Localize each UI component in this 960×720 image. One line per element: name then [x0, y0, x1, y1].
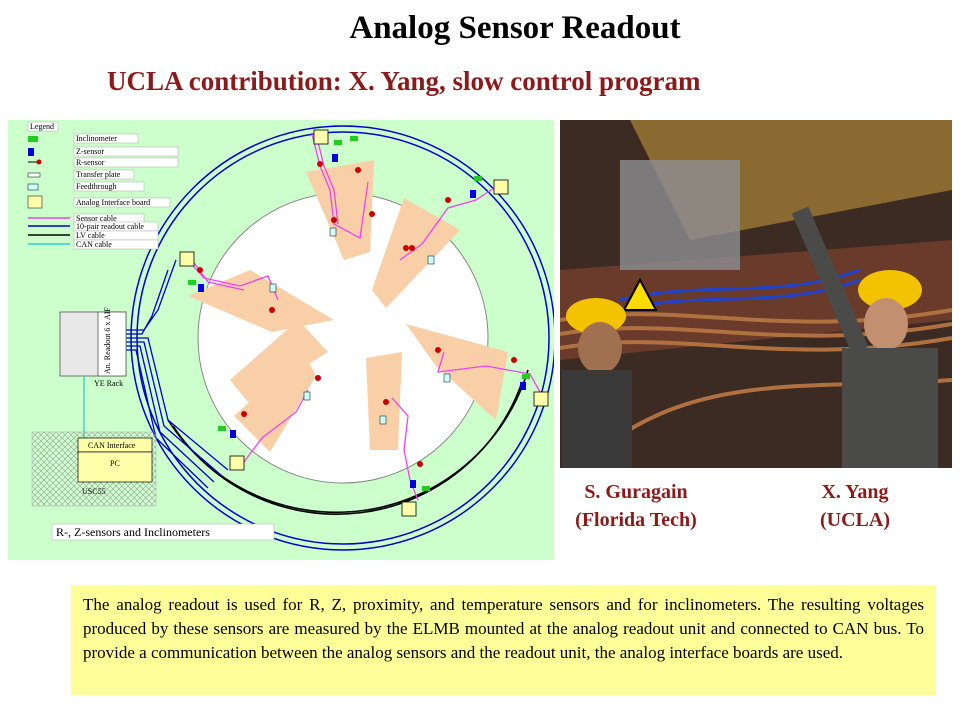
- legend: Legend Inclinometer Z-sensor R-sensor Tr…: [27, 121, 179, 250]
- legend-title: Legend: [30, 122, 54, 131]
- lv-cable-arc-2: [172, 381, 523, 515]
- sensor-layout-diagram: Legend Inclinometer Z-sensor R-sensor Tr…: [8, 120, 554, 560]
- legend-item-6: Sensor cable: [76, 214, 117, 223]
- description-box: The analog readout is used for R, Z, pro…: [71, 585, 936, 695]
- description-text: The analog readout is used for R, Z, pro…: [83, 595, 924, 662]
- diagram-caption: R-, Z-sensors and Inclinometers: [56, 525, 210, 539]
- legend-item-1: Z-sensor: [76, 147, 104, 156]
- person-affiliation-2: (UCLA): [820, 509, 890, 531]
- person-caption-1: S. Guragain (Florida Tech): [560, 478, 712, 534]
- legend-item-2: R-sensor: [76, 158, 105, 167]
- legend-item-3: Transfer plate: [76, 170, 121, 179]
- analog-readout-unit: [97, 311, 127, 377]
- pc-box: [77, 451, 153, 483]
- person-affiliation-1: (Florida Tech): [575, 509, 697, 531]
- ye-rack-label: YE Rack: [94, 379, 123, 388]
- readout-label: An. Readout 6 x AIF: [103, 307, 112, 374]
- legend-item-4: Feedthrough: [76, 182, 116, 191]
- page-title: Analog Sensor Readout: [349, 10, 681, 46]
- diagram-canvas: Legend Inclinometer Z-sensor R-sensor Tr…: [27, 121, 554, 551]
- sensor-devices: [188, 136, 530, 491]
- legend-item-0: Inclinometer: [76, 134, 117, 143]
- page-subtitle: UCLA contribution: X. Yang, slow control…: [107, 66, 701, 96]
- interface-boards: [179, 129, 549, 517]
- legend-item-9: CAN cable: [76, 240, 112, 249]
- person-caption-2: X. Yang (UCLA): [790, 478, 920, 534]
- readout-bundle: [124, 259, 229, 489]
- usc-label: USC55: [82, 487, 106, 496]
- can-interface-label: CAN Interface: [88, 441, 136, 450]
- legend-item-5: Analog Interface board: [76, 198, 150, 207]
- person-name-2: X. Yang: [821, 481, 889, 503]
- installation-photo: [560, 120, 952, 468]
- person-name-1: S. Guragain: [584, 481, 688, 503]
- legend-item-8: LV cable: [76, 231, 105, 240]
- diagram-caption-box: [51, 523, 275, 541]
- photo-canvas: [560, 120, 952, 468]
- pc-label: PC: [110, 459, 120, 468]
- legend-item-7: 10-pair readout cable: [76, 222, 144, 231]
